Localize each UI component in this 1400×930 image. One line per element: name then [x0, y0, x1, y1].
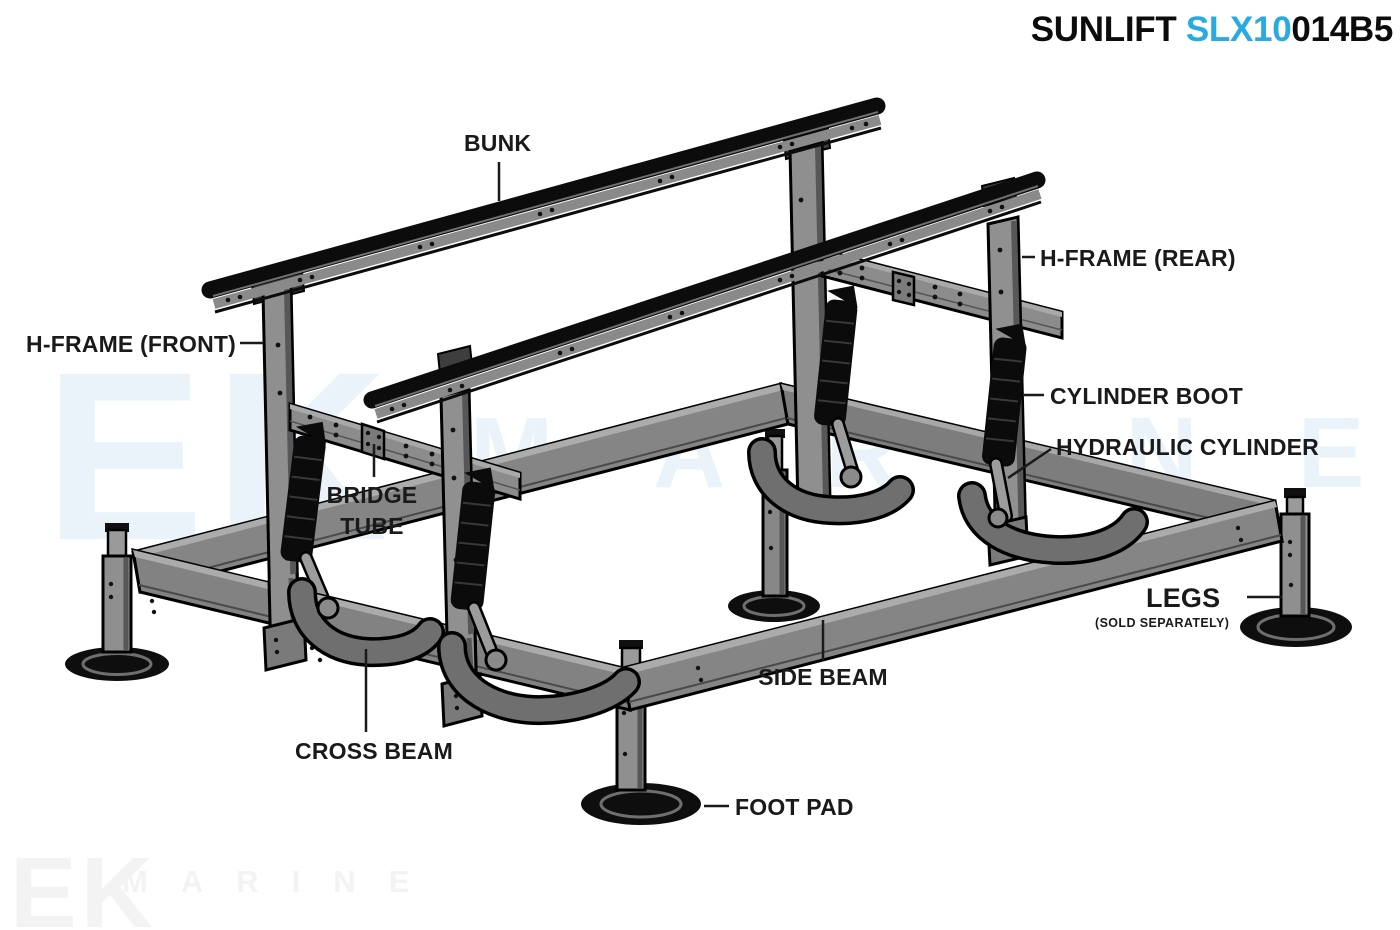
side-beam-label: SIDE BEAM [758, 664, 888, 690]
title-brand: SUNLIFT [1030, 10, 1186, 49]
leg-front-left [65, 523, 169, 681]
bunk-front [363, 171, 1046, 424]
pivot-saddle-front-right [437, 631, 641, 726]
hydraulic-cylinder-front-right [467, 601, 501, 665]
leg-rear-right [1240, 488, 1352, 647]
h-frame-rear-label: H-FRAME (REAR) [1040, 245, 1236, 271]
cross-beam-front [131, 548, 632, 712]
hydraulic-cylinder-label: HYDRAULIC CYLINDER [1056, 434, 1319, 460]
watermark-ek-logo-bottom: EK [10, 837, 157, 930]
h-frame-front-label: H-FRAME (FRONT) [26, 331, 236, 357]
hydraulic-cylinder-leader-line [1007, 447, 1052, 480]
bridge-tube-label-line1: BRIDGE [326, 482, 418, 508]
cylinder-boot-rear-right [982, 323, 1027, 467]
page-title: SUNLIFT SLX10014B5 [1030, 10, 1394, 50]
legs-sold-separately-note: (SOLD SEPARATELY) [1095, 616, 1230, 630]
bridge-tube-label: BRIDGE TUBE [292, 480, 452, 542]
bridge-tube-label-line2: TUBE [340, 513, 404, 539]
watermark-marine-bottom: MARINE [122, 864, 443, 899]
bunk-rear [201, 97, 886, 314]
pivot-saddle-front-left [287, 577, 445, 668]
title-model-blue: SLX10 [1185, 10, 1292, 49]
cylinder-boot-rear-left [814, 285, 858, 427]
cylinder-boot-front-left [280, 421, 326, 563]
pivot-saddle-rear-right [957, 481, 1149, 566]
legs-label: LEGS [1146, 583, 1221, 613]
title-model-black: 014B5 [1291, 10, 1393, 49]
hydraulic-cylinder-rear-right [989, 457, 1013, 523]
leader-lines [240, 162, 1282, 808]
pivot-saddle-rear-left [747, 437, 915, 526]
bunk-label: BUNK [464, 130, 532, 156]
hydraulic-cylinder-rear-left [831, 417, 860, 480]
cylinder-boot-label: CYLINDER BOOT [1050, 383, 1243, 409]
h-frame-rear-far-post [782, 127, 832, 510]
cylinder-boot-front-right [450, 467, 496, 611]
foot-pad-label: FOOT PAD [735, 794, 854, 820]
cross-beam-label: CROSS BEAM [295, 738, 453, 764]
